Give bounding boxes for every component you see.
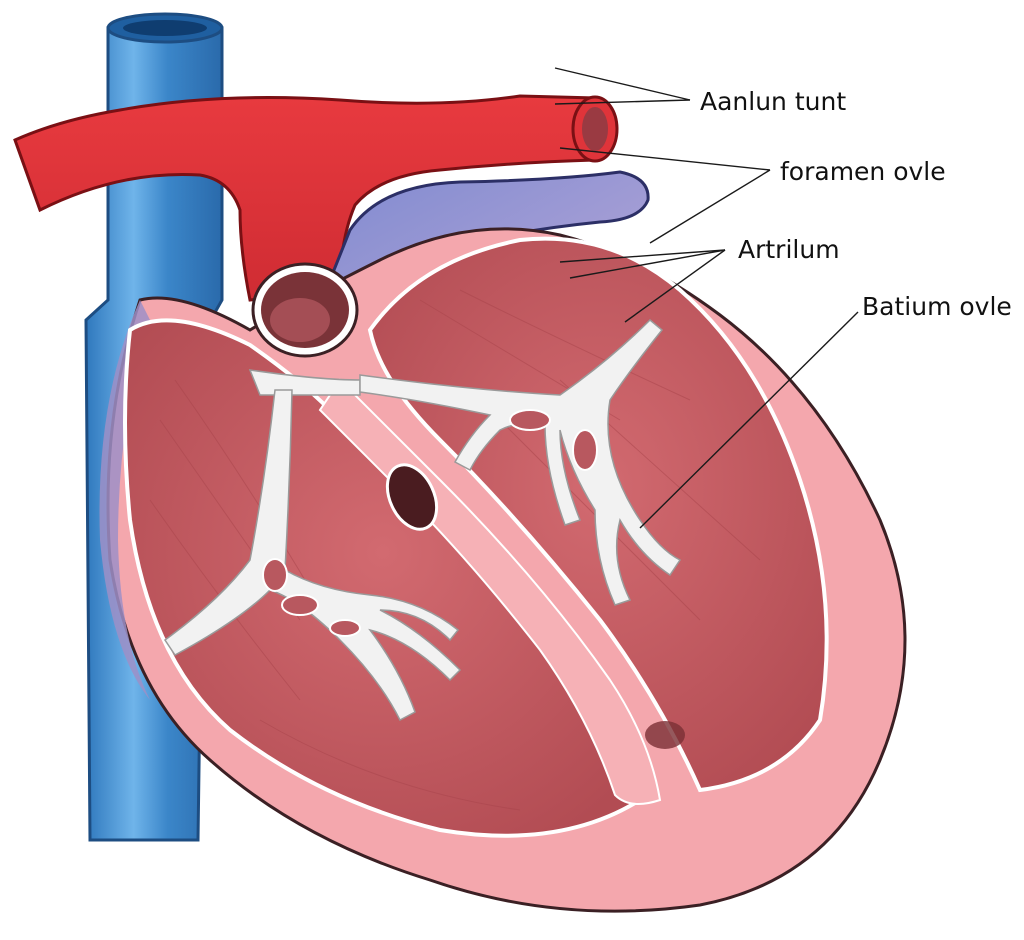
label-artrilum: Artrilum <box>738 235 840 264</box>
lower-septal-opening <box>645 721 685 749</box>
aortic-valve-opening <box>253 264 357 356</box>
label-aanlun-tunt: Aanlun tunt <box>700 87 846 116</box>
label-foramen-ovle: foramen ovle <box>780 157 946 186</box>
label-batium-ovle: Batium ovle <box>862 292 1012 321</box>
